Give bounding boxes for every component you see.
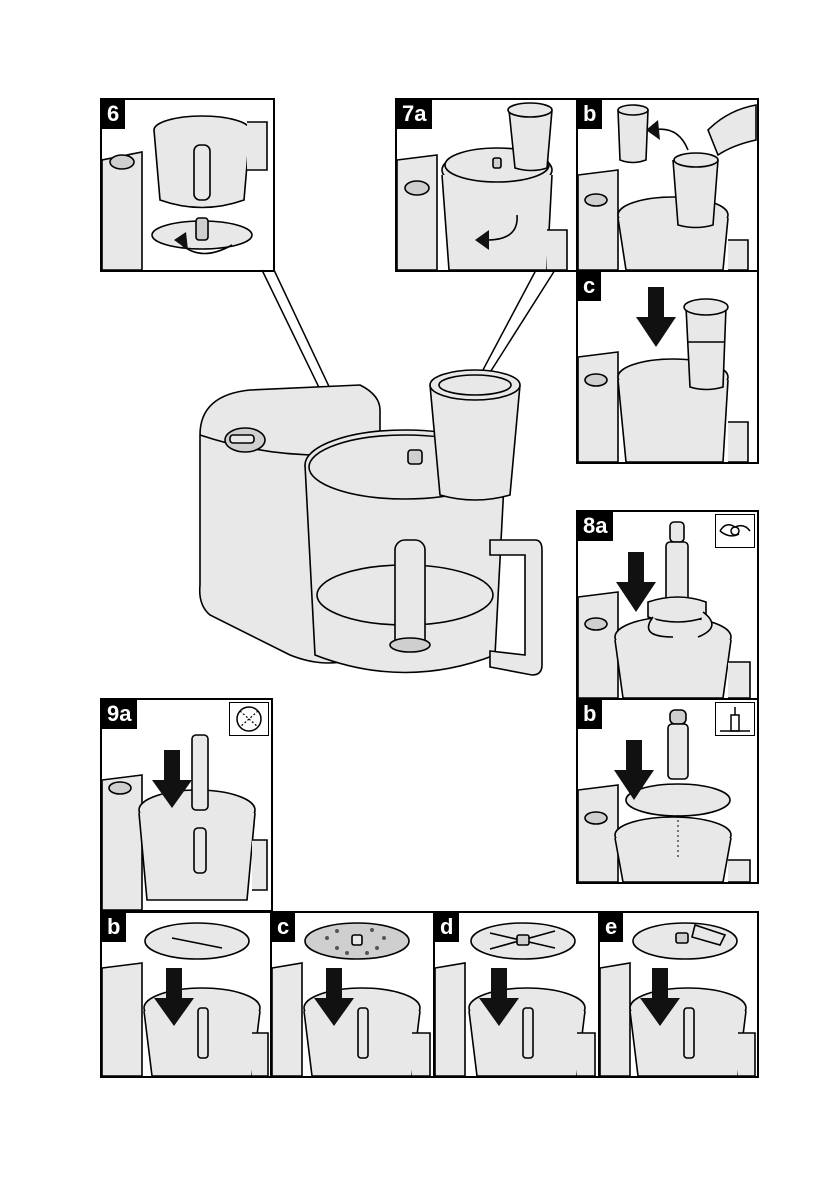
panel-9c: c xyxy=(270,911,435,1078)
panel-9d: d xyxy=(433,911,600,1078)
step-label: c xyxy=(578,272,601,301)
step-label: 8a xyxy=(578,512,613,541)
panel-7c: c xyxy=(576,270,759,464)
step-label: c xyxy=(272,913,295,942)
step-label: b xyxy=(578,700,602,729)
panel-7b: b xyxy=(576,98,759,272)
main-food-processor-illustration xyxy=(190,355,550,710)
step-label: d xyxy=(435,913,459,942)
panel-8a: 8a xyxy=(576,510,759,700)
knife-blade-icon xyxy=(715,514,755,548)
panel-9a: 9a xyxy=(100,698,273,912)
step-label: 7a xyxy=(397,100,432,129)
panel-6: 6 xyxy=(100,98,275,272)
whisk-icon xyxy=(715,702,755,736)
panel-9b: b xyxy=(100,911,272,1078)
step-label: b xyxy=(578,100,602,129)
step-label: b xyxy=(102,913,126,942)
panel-9e: e xyxy=(598,911,759,1078)
step-label: 6 xyxy=(102,100,125,129)
step-label: 9a xyxy=(102,700,137,729)
panel-7a: 7a xyxy=(395,98,578,272)
step-label: e xyxy=(600,913,623,942)
panel-8b: b xyxy=(576,698,759,884)
